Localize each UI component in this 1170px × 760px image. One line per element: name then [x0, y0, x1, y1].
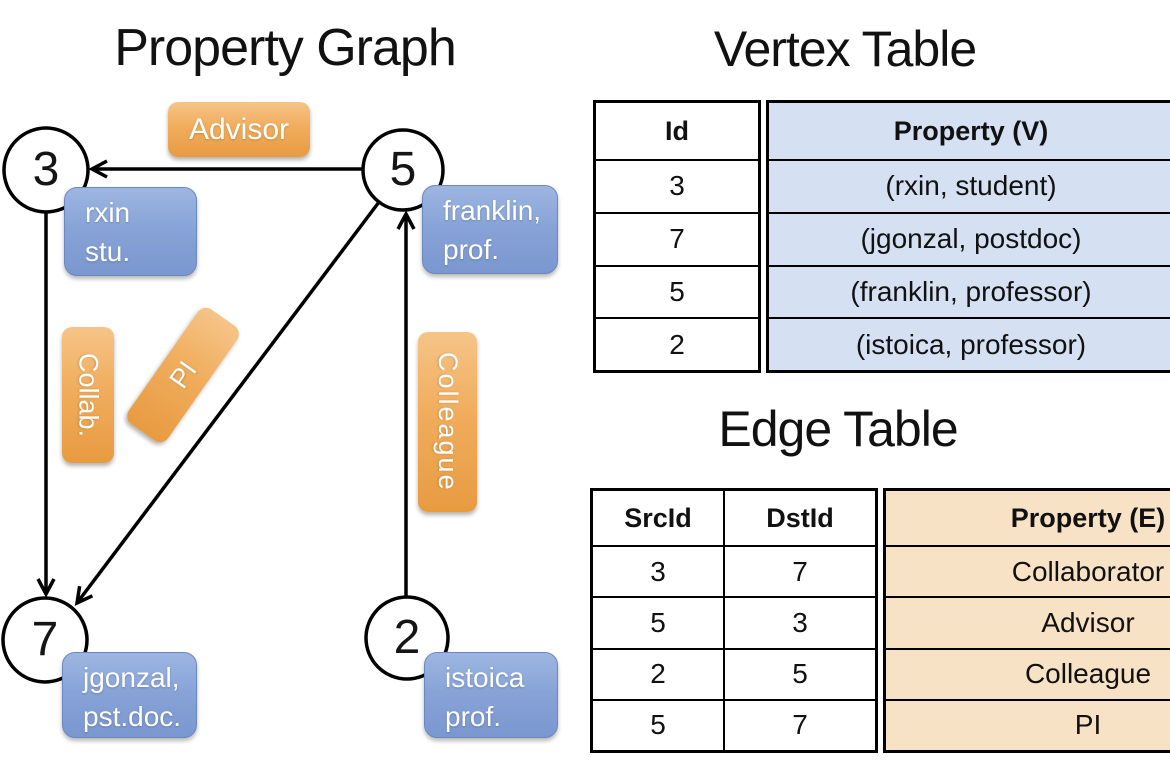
vertex-table-property-column: Property (V) (rxin, student) (jgonzal, p…	[766, 100, 1170, 373]
vertex-property-line: stu.	[85, 236, 131, 267]
vertex-table-property-header: Property (V)	[893, 115, 1049, 146]
edge-table-property-header: Property (E)	[1010, 502, 1166, 533]
vertex-id-cell: 3	[596, 159, 758, 212]
node-id-2: 2	[393, 611, 421, 664]
edge-label-colleague-text: Colleague	[433, 352, 463, 492]
edge-property-cell: Advisor	[886, 596, 1170, 647]
edge-property-cell: Colleague	[886, 647, 1170, 699]
vertex-property-box-3: rxin stu.	[64, 187, 197, 276]
edge-srcid-cell: 5	[593, 698, 723, 750]
vertex-id-cell: 7	[596, 211, 758, 265]
edge-label-pi-text: PI	[162, 355, 203, 394]
vertex-property-cell: (franklin, professor)	[769, 264, 1170, 318]
vertex-property-cell: (istoica, professor)	[769, 317, 1170, 370]
edge-table-id-columns: SrcId 3 5 2 5 DstId 7 3 5 7	[590, 488, 878, 753]
edge-property-cell: PI	[886, 698, 1170, 750]
node-id-5: 5	[389, 143, 417, 196]
vertex-property-cell: (jgonzal, postdoc)	[769, 211, 1170, 265]
edge-table-dstid-header: DstId	[723, 491, 875, 545]
edge-table-property-column: Property (E) Collaborator Advisor Collea…	[883, 488, 1170, 753]
vertex-table-title: Vertex Table	[713, 21, 977, 77]
edge-srcid-cell: 2	[593, 647, 723, 699]
vertex-table-id-column: Id 3 7 5 2	[593, 100, 761, 373]
vertex-id-cell: 2	[596, 317, 758, 370]
vertex-property-box-2: istoica prof.	[424, 652, 558, 738]
node-id-7: 7	[31, 613, 59, 666]
edge-dstid-cell: 7	[723, 698, 875, 750]
edge-dstid-cell: 3	[723, 596, 875, 648]
vertex-property-box-5: franklin, prof.	[422, 185, 558, 274]
vertex-table-id-header: Id	[665, 115, 689, 146]
edge-label-advisor: Advisor	[168, 102, 310, 157]
vertex-property-cell: (rxin, student)	[769, 159, 1170, 212]
vertex-property-line: prof.	[445, 701, 502, 732]
vertex-property-box-7: jgonzal, pst.doc.	[62, 652, 197, 738]
property-graph-title: Property Graph	[114, 19, 456, 77]
vertex-property-line: franklin,	[443, 195, 542, 226]
edge-srcid-cell: 5	[593, 596, 723, 647]
edge-table-srcid-header: SrcId	[624, 502, 692, 533]
edge-label-colleague: Colleague	[418, 332, 477, 512]
edge-dstid-cell: 7	[723, 545, 875, 597]
edge-dstid-cell: 5	[723, 647, 875, 699]
node-id-3: 3	[32, 143, 60, 196]
edge-label-collab-text: Collab.	[73, 352, 104, 438]
edge-srcid-cell: 3	[593, 545, 723, 596]
vertex-property-line: pst.doc.	[83, 701, 182, 732]
edge-label-collab: Collab.	[62, 327, 114, 463]
vertex-id-cell: 5	[596, 264, 758, 318]
edge-property-cell: Collaborator	[886, 545, 1170, 596]
vertex-property-line: istoica	[445, 662, 525, 693]
edge-label-advisor-text: Advisor	[188, 112, 290, 146]
vertex-property-line: jgonzal,	[83, 662, 180, 693]
edge-table-title: Edge Table	[718, 401, 958, 457]
vertex-property-line: prof.	[443, 234, 500, 265]
edge-arrow-5-to-7-pi	[74, 200, 381, 606]
vertex-property-line: rxin	[85, 197, 131, 228]
